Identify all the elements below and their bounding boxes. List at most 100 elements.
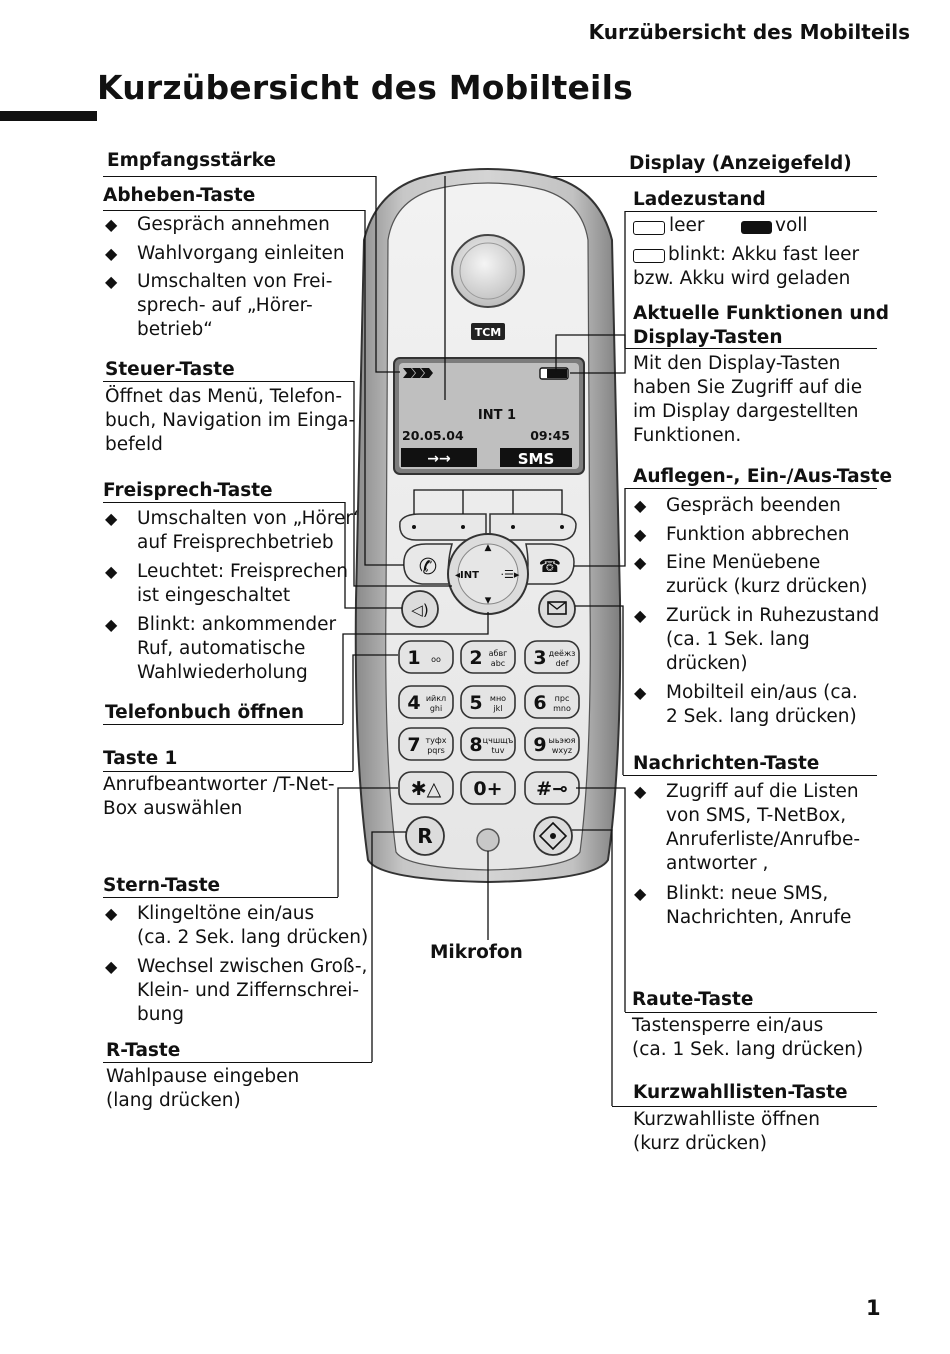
- list-item: Gespräch annehmen: [105, 213, 330, 237]
- raute-text: Tastensperre ein/aus (ca. 1 Sek. lang dr…: [632, 1015, 864, 1060]
- telefonbuch-label: Telefonbuch öffnen: [105, 702, 305, 723]
- keypad-key: [460, 727, 516, 761]
- divider: [103, 176, 376, 178]
- display-key-left: [399, 513, 487, 541]
- freisprech-title: Freisprech-Taste: [103, 480, 273, 501]
- title-bar: [0, 111, 97, 121]
- keypad-key-digit: 3: [533, 647, 546, 669]
- display-key-right: [489, 513, 577, 541]
- blinkt-text: blinkt: Akku fast leer bzw. Akku wird ge…: [633, 244, 860, 289]
- divider: [625, 348, 877, 350]
- funktionen-title: Aktuelle Funktionen und Display-Tasten: [633, 303, 890, 348]
- svg-text:SMS: SMS: [518, 450, 555, 468]
- voll-label: voll: [775, 215, 808, 236]
- svg-text:▲: ▲: [485, 543, 492, 553]
- keypad-key-digit: 7: [407, 734, 420, 756]
- keypad-key: [460, 771, 516, 805]
- display-int: INT 1: [478, 408, 516, 423]
- list-item: Zugriff auf die Listen von SMS, T-NetBox…: [634, 780, 860, 876]
- keypad-key: [524, 640, 580, 674]
- keypad-key-letters: pqrs: [427, 746, 445, 755]
- rtaste-title: R-Taste: [106, 1040, 181, 1061]
- divider: [445, 176, 877, 178]
- ladezustand-title: Ladezustand: [633, 189, 766, 210]
- stern-title: Stern-Taste: [103, 875, 221, 896]
- divider: [103, 502, 345, 504]
- mikrofon-label: Mikrofon: [430, 942, 523, 963]
- keypad-key-letters: мно: [490, 694, 506, 703]
- battery-full-icon: [741, 221, 772, 234]
- keypad-key-letters: jkl: [492, 704, 502, 713]
- display-time: 09:45: [530, 428, 570, 443]
- keypad-key: [398, 771, 454, 805]
- raute-title: Raute-Taste: [632, 989, 754, 1010]
- divider: [623, 775, 877, 777]
- divider: [625, 488, 877, 490]
- empfang-label: Empfangsstärke: [107, 150, 276, 171]
- speaker-key: [401, 590, 439, 628]
- keypad-key-letters: abc: [491, 659, 505, 668]
- battery-empty-icon: [633, 221, 665, 235]
- nachrichten-title: Nachrichten-Taste: [633, 753, 820, 774]
- divider: [103, 381, 354, 383]
- svg-text:▾: ▾: [485, 593, 492, 608]
- leader-lines: [337, 176, 626, 1106]
- list-item: Leuchtet: Freisprechen ist eingeschaltet: [105, 560, 348, 608]
- list-item: Gespräch beenden: [634, 494, 841, 518]
- keypad-key-digit: #⊸: [536, 778, 568, 800]
- keypad-key-letters: ийкл: [426, 694, 446, 703]
- r-key: [405, 816, 445, 856]
- divider: [103, 1062, 372, 1064]
- divider: [103, 210, 365, 212]
- svg-text:R: R: [417, 824, 432, 848]
- keypad-key-letters: ыьэюя: [549, 736, 576, 745]
- keypad-key-letters: def: [556, 659, 569, 668]
- keypad-key-letters: туфх: [426, 736, 447, 745]
- divider: [612, 1106, 877, 1108]
- running-header: Kurzübersicht des Mobilteils: [588, 20, 910, 44]
- list-item: Blinkt: neue SMS, Nachrichten, Anrufe: [634, 882, 851, 930]
- keypad-key: [398, 727, 454, 761]
- list-item: Wahlvorgang einleiten: [105, 242, 345, 266]
- display-label: Display (Anzeigefeld): [629, 153, 852, 174]
- svg-text:☎: ☎: [539, 556, 561, 577]
- kurzwahl-title: Kurzwahllisten-Taste: [633, 1082, 848, 1103]
- divider: [103, 897, 338, 899]
- keypad-key: [524, 685, 580, 719]
- list-item: Umschalten von „Hörer“- auf Freisprechbe…: [105, 507, 369, 555]
- keypad-key-digit: 0+: [473, 778, 502, 800]
- divider: [103, 771, 353, 773]
- svg-text:·☰▸: ·☰▸: [501, 568, 520, 581]
- list-item: Umschalten von Frei- sprech- auf „Hörer-…: [105, 270, 332, 342]
- softkey-left-display: [401, 448, 477, 467]
- rtaste-text: Wahlpause eingeben (lang drücken): [106, 1066, 300, 1111]
- keypad-key-letters: wxyz: [552, 746, 572, 755]
- list-item: Wechsel zwischen Groß-, Klein- und Ziffe…: [105, 955, 367, 1027]
- keypad-key-digit: 2: [469, 647, 482, 669]
- brand-badge: [471, 323, 505, 340]
- microphone: [476, 828, 500, 852]
- divider: [625, 211, 877, 213]
- earpiece: [451, 234, 525, 308]
- keypad-key-digit: ✱△: [411, 778, 442, 800]
- signal-icon: [403, 368, 433, 378]
- steuer-text: Öffnet das Menü, Telefon- buch, Navigati…: [105, 386, 356, 455]
- svg-text:◂INT: ◂INT: [455, 570, 479, 581]
- svg-text:→→: →→: [427, 451, 451, 467]
- svg-text:✆: ✆: [419, 555, 437, 580]
- brand-text: TCM: [475, 326, 502, 339]
- keypad-key: [524, 727, 580, 761]
- keypad-key: [398, 685, 454, 719]
- list-item: Eine Menüebene zurück (kurz drücken): [634, 551, 867, 599]
- keypad-key-letters: oo: [431, 655, 441, 664]
- page-number: 1: [866, 1296, 881, 1320]
- keypad-key: [460, 685, 516, 719]
- keypad-key-digit: 9: [533, 734, 546, 756]
- keypad-key-digit: 6: [533, 692, 546, 714]
- page-title: Kurzübersicht des Mobilteils: [97, 68, 633, 107]
- list-item: Funktion abbrechen: [634, 523, 850, 547]
- keypad-key-letters: прс: [555, 694, 570, 703]
- keypad-key-letters: tuv: [492, 746, 505, 755]
- keypad-key: [398, 640, 454, 674]
